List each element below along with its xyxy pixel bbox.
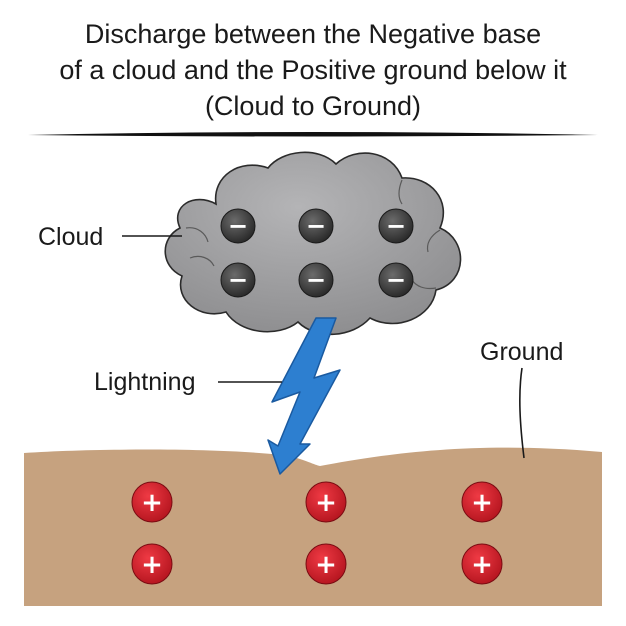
title-line-3: (Cloud to Ground)	[204, 91, 422, 121]
negative-charge: −	[298, 262, 334, 298]
positive-charge: +	[461, 481, 503, 523]
positive-charge-symbol: +	[471, 488, 493, 518]
positive-charge: +	[131, 543, 173, 585]
title-line-2: of a cloud and the Positive ground below…	[59, 55, 567, 85]
negative-charge-symbol: −	[306, 212, 326, 240]
negative-charge: −	[298, 208, 334, 244]
cloud-fold	[398, 179, 403, 205]
ground-label: Ground	[480, 338, 563, 366]
positive-charge-symbol: +	[315, 550, 337, 580]
negative-charge-symbol: −	[386, 212, 406, 240]
negative-charge: −	[378, 262, 414, 298]
cloud-fold	[189, 255, 215, 267]
cloud-fold	[426, 229, 441, 253]
positive-charge: +	[305, 481, 347, 523]
positive-charge: +	[461, 543, 503, 585]
negative-charge: −	[378, 208, 414, 244]
negative-charge-symbol: −	[386, 266, 406, 294]
positive-charge-symbol: +	[471, 550, 493, 580]
positive-charge: +	[131, 481, 173, 523]
ground-area	[24, 447, 602, 606]
title-divider	[28, 132, 598, 137]
positive-charge-symbol: +	[141, 488, 163, 518]
diagram-title: Discharge between the Negative base of a…	[0, 16, 626, 124]
cloud-fold	[185, 227, 209, 243]
negative-charge: −	[220, 262, 256, 298]
cloud-shape	[164, 151, 462, 336]
ground-leader-line	[519, 367, 525, 459]
lightning-label: Lightning	[94, 368, 195, 396]
negative-charge-symbol: −	[306, 266, 326, 294]
lightning-bolt	[267, 317, 341, 475]
positive-charge: +	[305, 543, 347, 585]
positive-charge-symbol: +	[141, 550, 163, 580]
negative-charge-symbol: −	[228, 212, 248, 240]
cloud-label: Cloud	[38, 223, 103, 251]
title-line-1: Discharge between the Negative base	[84, 19, 542, 49]
negative-charge: −	[220, 208, 256, 244]
positive-charge-symbol: +	[315, 488, 337, 518]
negative-charge-symbol: −	[228, 266, 248, 294]
